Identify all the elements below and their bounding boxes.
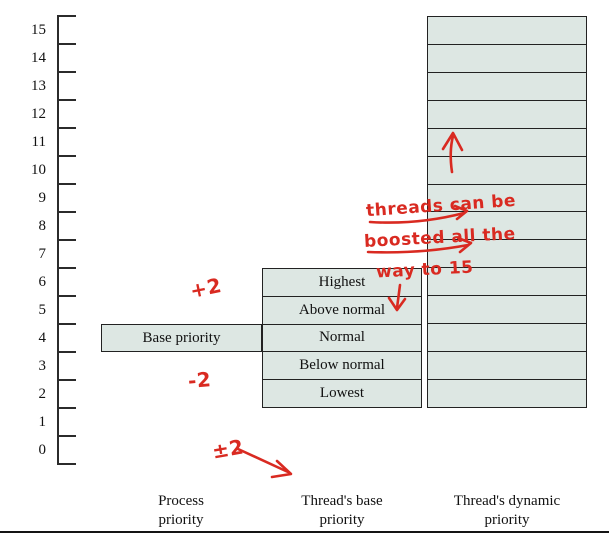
dynamic-cell [428, 212, 586, 241]
annotation-plus2: +2 [187, 272, 224, 304]
axis-label: 10 [31, 162, 46, 178]
dynamic-cell [428, 45, 586, 73]
thread-base-row: Below normal [263, 352, 421, 381]
axis-label: 2 [38, 386, 47, 402]
caption-line: Process [158, 493, 204, 509]
base-priority-box: Base priority [101, 324, 262, 352]
dynamic-cell [428, 101, 586, 129]
dynamic-cell [428, 352, 586, 380]
dynamic-cell [428, 296, 586, 325]
axis-tick [57, 127, 76, 129]
thread-base-priority-caption: Thread's base priority [282, 492, 402, 530]
axis-tick [57, 239, 76, 241]
caption-line: priority [319, 512, 365, 528]
dynamic-cell [428, 157, 586, 185]
dynamic-cell [428, 240, 586, 269]
dynamic-cell [428, 73, 586, 101]
base-priority-label: Base priority [142, 329, 221, 346]
caption-line: Thread's dynamic [453, 493, 561, 509]
dynamic-cell [428, 380, 586, 407]
axis-label: 13 [31, 78, 46, 94]
thread-base-row: Lowest [319, 385, 365, 402]
axis-tick [57, 211, 76, 213]
dynamic-cell [428, 17, 586, 45]
axis-label: 11 [31, 134, 46, 150]
thread-base-row: Above normal [263, 297, 421, 325]
thread-base-row: Highest [263, 269, 421, 297]
annotation-plusminus2: ±2 [210, 434, 246, 464]
caption-line: priority [158, 512, 204, 528]
axis-tick [57, 99, 76, 101]
dynamic-cell [428, 268, 586, 297]
axis-label: 12 [31, 106, 46, 122]
axis-tick [57, 295, 76, 297]
caption-line: priority [484, 512, 530, 528]
axis-tick [57, 71, 76, 73]
caption-line: Thread's base [301, 493, 383, 509]
dynamic-cell [428, 129, 586, 157]
axis-tick [57, 183, 76, 185]
axis-label: 8 [38, 218, 47, 234]
thread-dynamic-priority-caption: Thread's dynamic priority [442, 492, 572, 530]
axis-label: 4 [38, 330, 47, 346]
dynamic-cell [428, 324, 586, 353]
axis-label: 7 [38, 246, 47, 262]
axis-tick [57, 155, 76, 157]
axis-tick [57, 379, 76, 381]
axis-tick [57, 435, 76, 437]
axis-label: 3 [38, 358, 47, 374]
axis-tick [57, 43, 76, 45]
axis-label: 1 [38, 414, 47, 430]
axis-label: 6 [38, 274, 47, 290]
thread-base-priority-column: Highest Above normal Normal Below normal… [262, 268, 422, 408]
axis-tick [57, 407, 76, 409]
axis-tick [57, 351, 76, 353]
axis-tick [57, 15, 76, 17]
thread-base-row: Normal [263, 325, 421, 353]
bottom-rule [0, 531, 609, 533]
thread-dynamic-priority-column [427, 16, 587, 408]
annotation-minus2: -2 [186, 367, 213, 393]
axis-label: 0 [38, 442, 47, 458]
dynamic-cell [428, 185, 586, 213]
axis-tick [57, 323, 76, 325]
plusminus-arrow [236, 447, 293, 479]
axis-tick [57, 463, 76, 465]
axis-label: 15 [31, 22, 46, 38]
axis-label: 5 [38, 302, 47, 318]
axis-tick [57, 267, 76, 269]
axis-label: 14 [31, 50, 46, 66]
process-priority-caption: Process priority [121, 492, 241, 530]
axis-label: 9 [38, 190, 47, 206]
